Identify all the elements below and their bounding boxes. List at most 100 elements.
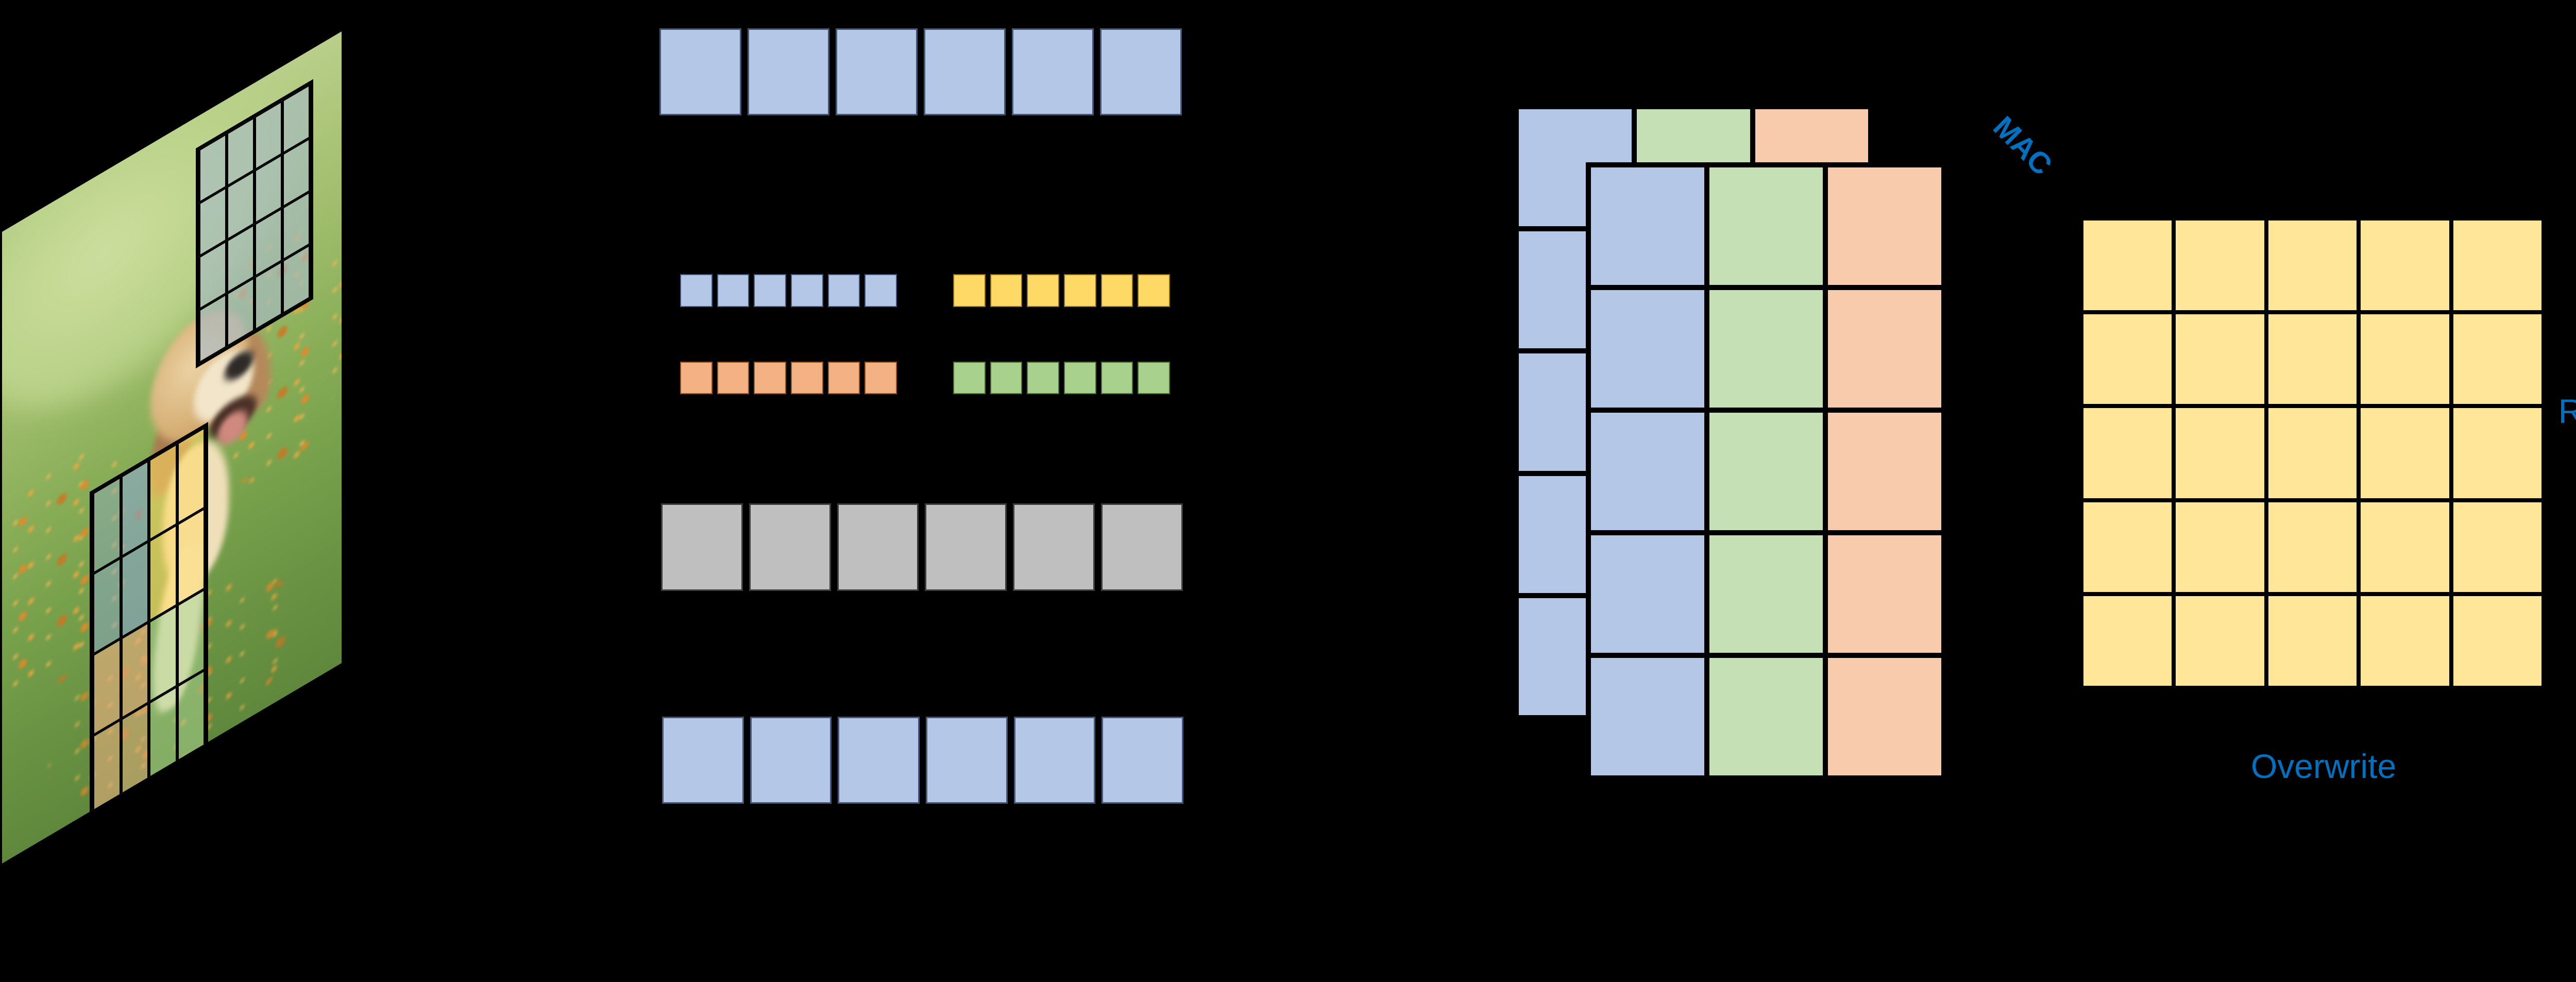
accumulator-cell <box>2083 408 2172 498</box>
accumulator-cell <box>2361 314 2449 404</box>
token-cell <box>1100 274 1133 307</box>
record-label: Record <box>2558 392 2576 430</box>
token-cell <box>953 362 986 394</box>
token-cell <box>827 274 860 307</box>
token-cell <box>1100 28 1182 115</box>
accumulator-cell <box>2268 596 2357 686</box>
accumulator-cell <box>2361 596 2449 686</box>
token-cell <box>837 503 919 591</box>
token-cell <box>827 362 860 394</box>
token-cell <box>749 503 831 591</box>
token-row-gray <box>661 503 1183 591</box>
matrix-cell <box>1591 167 1704 285</box>
accumulator-cell <box>2268 408 2357 498</box>
token-cell <box>680 362 713 394</box>
token-cell <box>661 503 743 591</box>
accumulator-cell <box>2453 221 2541 311</box>
token-cell <box>1138 274 1171 307</box>
matrix-cell <box>1828 535 1941 653</box>
token-cell <box>990 362 1023 394</box>
token-cell <box>659 28 741 115</box>
matrix-cell <box>1709 658 1823 775</box>
stacked-matrix-front <box>1586 162 1946 781</box>
matrix-cell <box>1709 167 1823 285</box>
token-cell <box>1101 503 1183 591</box>
accumulator-cell <box>2268 314 2357 404</box>
token-cell <box>953 274 986 307</box>
overwrite-label: Overwrite <box>2250 747 2397 785</box>
token-cell <box>1064 274 1096 307</box>
accumulator-cell <box>2361 502 2449 592</box>
matrix-cell <box>1709 290 1823 408</box>
accumulator-cell <box>2176 502 2264 592</box>
token-cell <box>680 274 713 307</box>
token-cell <box>754 274 787 307</box>
token-cell <box>717 274 750 307</box>
token-cell <box>925 503 1007 591</box>
token-cell <box>1138 362 1171 394</box>
token-cell <box>836 28 918 115</box>
token-cell <box>838 717 920 804</box>
token-cell <box>924 28 1006 115</box>
token-cell <box>791 362 823 394</box>
accumulator-cell <box>2268 221 2357 311</box>
patch-cell <box>149 686 177 784</box>
patch-cell <box>177 669 205 767</box>
matrix-cell <box>1828 658 1941 775</box>
token-cell <box>865 274 897 307</box>
token-row-small-blue <box>680 274 897 307</box>
patch-cell <box>121 702 149 800</box>
accumulator-cell <box>2453 502 2541 592</box>
accumulator-cell <box>2083 502 2172 592</box>
accumulator-cell <box>2176 314 2264 404</box>
matrix-cell <box>1709 535 1823 653</box>
matrix-cell <box>1709 413 1823 530</box>
matrix-cell <box>1591 290 1704 408</box>
token-row-patch-embeddings-top <box>659 28 1182 115</box>
accumulator-cell <box>2083 596 2172 686</box>
token-cell <box>1013 717 1096 804</box>
mac-label: MAC <box>1987 110 2059 182</box>
matrix-cell <box>1591 658 1704 775</box>
patch-grid-overlay-bottom <box>90 421 208 822</box>
token-cell <box>791 274 823 307</box>
matrix-cell <box>1828 167 1941 285</box>
token-cell <box>1101 717 1184 804</box>
patch-cell <box>93 719 121 817</box>
accumulator-grid <box>2079 216 2546 690</box>
matrix-cell <box>1828 290 1941 408</box>
token-row-patch-embeddings-bottom <box>662 717 1184 804</box>
accumulator-cell <box>2176 408 2264 498</box>
accumulator-cell <box>2361 221 2449 311</box>
input-photo <box>2 31 342 864</box>
token-cell <box>717 362 750 394</box>
accumulator-cell <box>2453 314 2541 404</box>
matrix-cell <box>1591 535 1704 653</box>
token-cell <box>662 717 744 804</box>
token-row-small-orange <box>680 362 897 394</box>
token-cell <box>990 274 1023 307</box>
token-cell <box>754 362 787 394</box>
token-cell <box>865 362 897 394</box>
token-cell <box>750 717 832 804</box>
token-row-small-yellow <box>953 274 1171 307</box>
token-cell <box>1027 362 1060 394</box>
accumulator-cell <box>2453 596 2541 686</box>
accumulator-cell <box>2176 221 2264 311</box>
accumulator-cell <box>2268 502 2357 592</box>
accumulator-cell <box>2083 314 2172 404</box>
matrix-cell <box>1828 413 1941 530</box>
accumulator-cell <box>2083 221 2172 311</box>
matrix-cell <box>1591 413 1704 530</box>
token-cell <box>748 28 829 115</box>
token-cell <box>1100 362 1133 394</box>
accumulator-cell <box>2176 596 2264 686</box>
token-cell <box>1064 362 1096 394</box>
token-cell <box>1013 503 1095 591</box>
token-cell <box>1027 274 1060 307</box>
accumulator-cell <box>2453 408 2541 498</box>
token-cell <box>1012 28 1094 115</box>
token-row-small-green <box>953 362 1171 394</box>
token-cell <box>926 717 1008 804</box>
